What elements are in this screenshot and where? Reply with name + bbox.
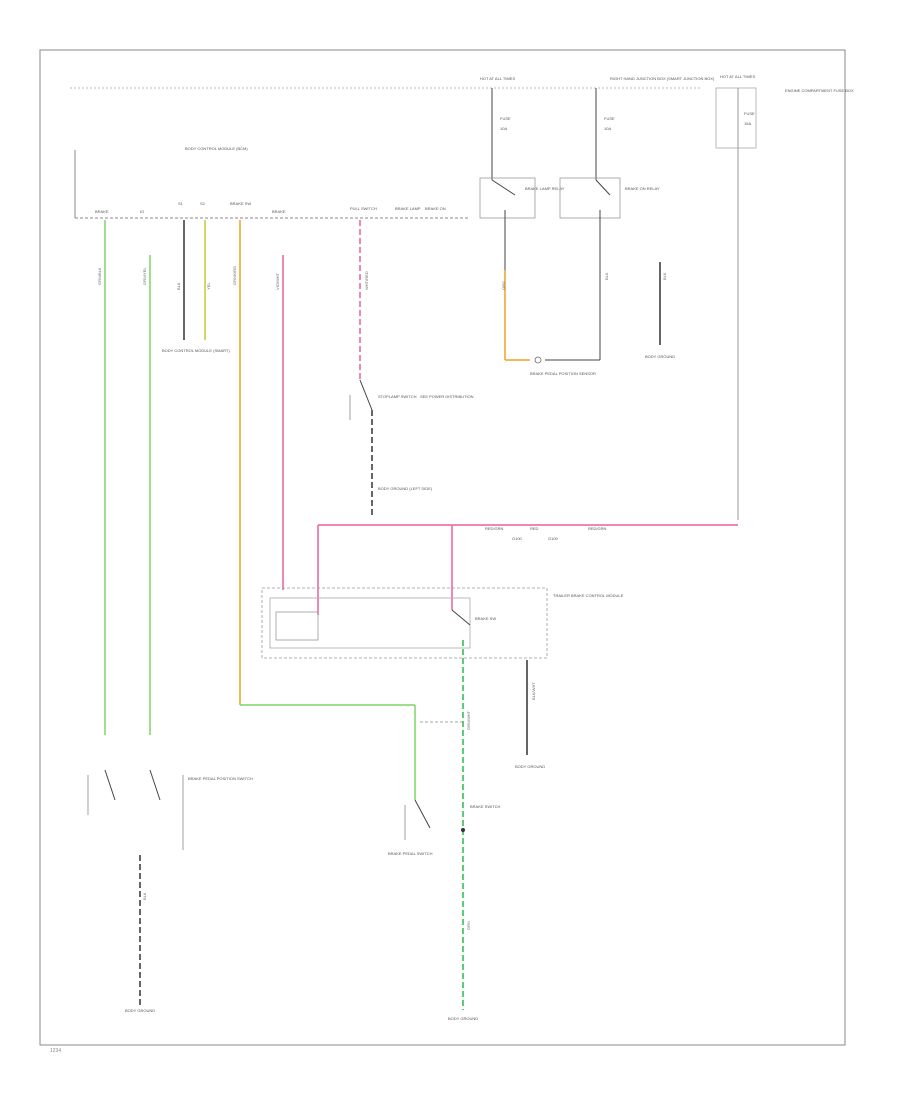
switch-5-label: BRAKE PEDAL SWITCH (388, 851, 433, 856)
bcm-pin-7: PULL SWITCH (350, 206, 377, 211)
switch-2-label: BRAKE SW (475, 616, 496, 621)
wire-code-17: GRN (466, 921, 471, 930)
relay-2-contact (595, 179, 611, 196)
fuse-2-name: FUSE (604, 116, 615, 121)
wire-code-9: BLK (604, 272, 609, 280)
misc-6: G100 (512, 536, 523, 541)
switch-5-contact (414, 799, 431, 829)
misc-4: BODY GROUND (LEFT SIDE) (378, 486, 433, 491)
module-2-box (261, 587, 548, 659)
bcm-pin-9: BRAKE ON (425, 206, 446, 211)
hot-label-2: HOT AT ALL TIMES (720, 74, 755, 79)
wire-code-12: RED (530, 526, 539, 531)
bcm-title: BODY CONTROL MODULE (BCM) (185, 146, 248, 151)
wire-code-2: GRN/YEL (142, 267, 147, 285)
bcm-pin-4: S2 (200, 201, 206, 206)
fuse-2-rating: 10A (604, 126, 611, 131)
bcm-pin-3: S1 (178, 201, 184, 206)
switch-5-node (461, 828, 465, 832)
wire-code-6: VIO/WHT (275, 272, 280, 290)
fuse-3-box (715, 87, 757, 149)
switch-3a-contact (104, 769, 116, 801)
relay-1-contact (491, 179, 516, 196)
fuse-3-rating: 15A (744, 121, 751, 126)
relay-2-box (559, 177, 621, 219)
underhood-fuse-label: ENGINE COMPARTMENT FUSE BOX (785, 88, 854, 93)
module-2-coil (275, 611, 319, 641)
wire-code-8: ORG (501, 281, 506, 290)
bcm-pin-8: BRAKE LAMP (395, 206, 421, 211)
motor-label: BRAKE PEDAL POSITION SENSOR (530, 371, 596, 376)
switch-1-label: STOPLAMP SWITCH (378, 394, 417, 399)
wire-code-11: RED/GRN (485, 526, 504, 531)
wire-code-13: RED/GRN (588, 526, 607, 531)
module-2-inner (269, 597, 471, 649)
switch-3b-contact (149, 769, 161, 801)
wire-code-15: BLK (142, 892, 147, 900)
relay-1-label: BRAKE LAMP RELAY (525, 186, 565, 191)
ground-1-label: BODY GROUND (125, 1008, 155, 1013)
wire-code-14: BLK/WHT (531, 682, 536, 700)
ground-4-label: BODY GROUND (515, 764, 545, 769)
stoplamp-switch (359, 379, 373, 411)
module-2-label: TRAILER BRAKE CONTROL MODULE (553, 593, 624, 598)
bcm-pin-5: BRAKE SW (230, 201, 251, 206)
switch-3-label: BRAKE PEDAL POSITION SWITCH (188, 776, 253, 781)
bcm-pin-2: IG (140, 209, 144, 214)
hot-label-1: HOT AT ALL TIMES (480, 76, 515, 81)
relay-2-label: BRAKE ON RELAY (625, 186, 660, 191)
switch-4-label: BRAKE SWITCH (470, 804, 501, 809)
fuse-box-label: RIGHT HAND JUNCTION BOX (SMART JUNCTION … (610, 76, 715, 81)
wire-code-3: BLK (176, 282, 181, 290)
diagram-frame (39, 49, 846, 1046)
wire-code-4: YEL (206, 282, 211, 290)
wire-code-16: GRN/WHT (466, 710, 471, 730)
wire-code-1: GRN/BLK (97, 267, 102, 285)
ground-5-label: BODY GROUND (448, 1016, 478, 1021)
connector-1-label: BODY CONTROL MODULE (SMART) (162, 348, 230, 353)
bcm-pin-1: BRAKE (95, 209, 109, 214)
misc-7: G100 (548, 536, 559, 541)
bcm-pin-6: BRAKE (272, 209, 286, 214)
fuse-1-name: FUSE (500, 116, 511, 121)
fuse-3-name: FUSE (744, 111, 755, 116)
ground-3-label: BODY GROUND (645, 354, 675, 359)
wire-code-5: GRN/ORG (232, 266, 237, 285)
wire-code-10: BLK (662, 272, 667, 280)
module-2-contact (451, 609, 471, 626)
fuse-1-rating: 10A (500, 126, 507, 131)
footer-code: 1234 (50, 1048, 61, 1054)
relay-1-box (479, 177, 536, 219)
motor-icon (534, 356, 542, 364)
misc-3: SEE POWER DISTRIBUTION (420, 394, 474, 399)
wire-code-7: WHT/RED (364, 271, 369, 290)
